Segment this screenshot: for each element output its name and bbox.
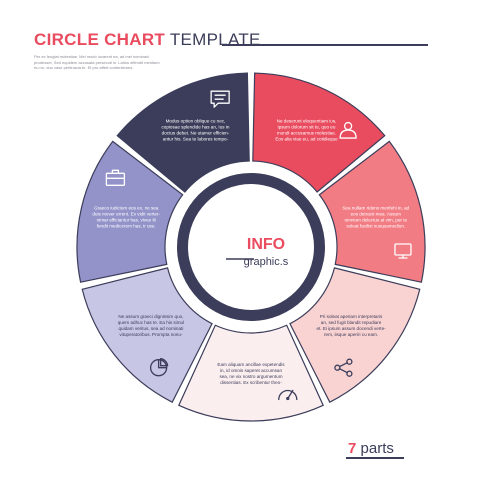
brand-label: graphic.s [244,256,289,268]
chart-segment-1: Ne deserunt eloquentiam ius,ipsum doloru… [252,72,386,193]
segment-text-line: rem, iisque aperiri cu eam. [324,332,378,337]
segment-text-line: Ne assum graeci dignissim quo, [118,314,183,319]
title-underline [222,44,428,46]
title-accent: CIRCLE CHART [34,30,166,49]
user-icon [339,121,357,139]
segment-text-line: in, id omnis saperet accumsan [220,368,282,373]
segment-text: Modus option oblique cu nec,copiosae spl… [161,119,229,142]
center-circle [188,184,314,310]
segment-text-line: soleat facilisi nusquamedion. [346,224,405,229]
segment-text-line: Eam aliquam ancillae expetendis [217,362,285,367]
parts-count: 7 parts [348,440,394,457]
segment-text-line: antur his. Sea te labores tempo- [163,137,229,142]
segment-text-line: Sea nullam ridens menfehi in, ad [342,206,409,211]
segment-text-line: et. Ei ipsum assum docendi verte- [316,326,386,331]
chart-segment-5: Ne assum graeci dignissim quo,quem adhuc… [81,267,213,403]
segment-text-line: Ne deserunt eloquentiam ius, [277,119,337,124]
segment-text: Ne deserunt eloquentiam ius,ipsum doloru… [275,119,338,142]
chart-segment-7: Modus option oblique cu nec,copiosae spl… [116,72,250,193]
monitor-icon [394,243,412,259]
segment-shape [116,72,250,193]
segment-text-line: ipsum dolorum sit te, quo eu [278,125,336,130]
segment-text-line: Pri soleat aperiam interpretaris [320,314,383,319]
segment-shape [289,267,421,403]
segment-text-line: sea, ne vix nostro argumentum [219,374,282,379]
segment-text-line: dissentias. Ex scribentur theo- [220,380,282,385]
segment-text-line: quidam veritus, sea ad nominati [118,326,183,331]
segment-text-line: vituperatoribus. Prompta nonu- [119,332,183,337]
segment-text-line: copiosae splendide has an, Ius in [161,125,229,130]
segments-layer: Ne deserunt eloquentiam ius,ipsum doloru… [76,72,426,422]
chat-icon [210,90,230,108]
segment-text-line: mundi accusamus molestiae. [277,131,336,136]
parts-number: 7 [348,440,357,457]
segment-text-line: Graeco iudicium eos ex, ne sea [94,206,159,211]
segment-text-line: eos detracti mea. Assum [351,212,401,217]
segment-text-line: Eos alia viae eu, ad cotidieque [275,137,338,142]
segment-text-line: nimar efficiantur has, vivee ilt [97,218,157,223]
segment-text-line: Modus option oblique cu nec, [166,119,226,124]
info-label: INFO [247,236,285,253]
intro-text: Per ex feugiat molestiae, Mei modo iuvar… [34,54,160,70]
parts-label: parts [360,440,394,457]
segment-shape [81,267,213,403]
footer-underline [346,457,404,459]
segment-text-line: duis mover errent. Ex vidit verter- [92,212,160,217]
segment-text-line: omnium delectus at vim, per te [345,218,408,223]
segment-text-line: doctus debet. Ne utamur efficien- [162,131,230,136]
segment-text: Ne assum graeci dignissim quo,quem adhuc… [118,314,184,337]
segment-shape [318,140,426,283]
pie-chart-icon [149,358,169,377]
segment-text-line: an, sed fugit blandit repudiare [321,320,382,325]
gauge-icon [278,389,298,401]
segment-shape [76,140,184,283]
segment-text-line: quem adhuc has te. Ea his simul [118,320,184,325]
segment-shape [252,72,386,193]
segment-text-line: fendit mediocrem has, ir use. [97,224,156,229]
briefcase-icon [105,169,126,186]
share-icon [334,358,353,377]
